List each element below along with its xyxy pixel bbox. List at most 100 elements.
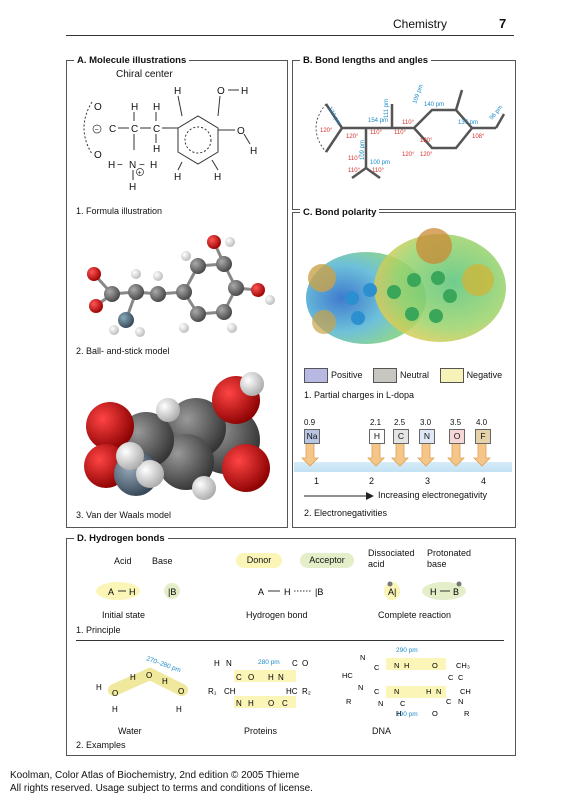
svg-text:N: N: [360, 653, 365, 662]
scale-tick: 4: [481, 476, 487, 486]
scale-tick: 3: [425, 476, 431, 486]
angle-label: 110°: [348, 156, 361, 162]
section-d-divider: [76, 640, 504, 641]
svg-text:H: H: [129, 587, 136, 597]
svg-text:CH: CH: [460, 687, 471, 696]
protonated-base-label: Protonated base: [427, 548, 472, 569]
svg-text:H: H: [176, 705, 182, 714]
element-o: O: [449, 429, 465, 444]
ball-and-stick-caption: 2. Ball- and-stick model: [76, 346, 170, 356]
angle-label: 108°: [472, 134, 485, 140]
svg-text:H: H: [130, 673, 136, 682]
dna-distance-top: 290 pm: [396, 647, 418, 654]
en-value: 4.0: [476, 418, 488, 427]
legend-neutral: Neutral: [373, 368, 429, 383]
svg-text:C: C: [374, 663, 380, 672]
partial-charges-caption: 1. Partial charges in L-dopa: [304, 390, 415, 400]
acceptor-label: Acceptor: [300, 553, 354, 568]
svg-text:HC: HC: [342, 671, 353, 680]
section-d-frame: [66, 538, 516, 756]
complete-reaction-label: Complete reaction: [378, 610, 452, 620]
svg-text:−: −: [117, 160, 123, 171]
base-label: Base: [152, 556, 173, 566]
svg-text:C: C: [374, 687, 380, 696]
angle-label: 120°: [402, 152, 415, 158]
svg-text:H: H: [268, 673, 274, 682]
svg-text:R: R: [464, 709, 470, 718]
bond-label: 111 pm: [384, 99, 390, 118]
svg-text:N: N: [358, 683, 363, 692]
svg-text:C: C: [153, 124, 160, 135]
footer-line-1: Koolman, Color Atlas of Biochemistry, 2n…: [10, 770, 300, 781]
svg-text:C: C: [282, 699, 288, 708]
svg-text:A|: A|: [388, 587, 396, 597]
svg-text:A: A: [258, 587, 264, 597]
svg-text:O: O: [146, 671, 152, 680]
examples-caption: 2. Examples: [76, 740, 126, 750]
element-c: C: [393, 429, 409, 444]
svg-text:O: O: [94, 150, 102, 161]
svg-text:C: C: [400, 699, 406, 708]
dissociated-acid-label: Dissociated acid: [368, 548, 415, 569]
bond-label: 100 pm: [370, 160, 390, 166]
svg-text:R₁: R₁: [208, 687, 217, 696]
svg-text:H: H: [426, 687, 431, 696]
svg-text:H: H: [241, 86, 248, 97]
svg-text:−: −: [139, 160, 145, 171]
svg-text:C: C: [448, 673, 454, 682]
electronegativity-arrows: [301, 440, 491, 467]
svg-text:H: H: [162, 677, 168, 686]
bond-label: 109 pm: [360, 140, 366, 160]
svg-text:H: H: [430, 587, 437, 597]
svg-text:A: A: [108, 587, 114, 597]
svg-text:|B: |B: [315, 587, 323, 597]
donor-label: Donor: [236, 553, 282, 568]
increasing-arrow: [304, 492, 374, 500]
svg-text:H: H: [396, 709, 401, 718]
svg-text:H: H: [174, 172, 181, 183]
svg-text:H: H: [153, 144, 160, 155]
svg-text:N: N: [129, 160, 136, 171]
scale-tick: 2: [369, 476, 375, 486]
en-value: 2.5: [394, 418, 406, 427]
element-na: Na: [304, 429, 320, 444]
svg-text:H: H: [129, 182, 136, 193]
page-number: 7: [499, 16, 507, 31]
angle-label: 110°: [372, 168, 385, 174]
en-value: 2.1: [370, 418, 382, 427]
svg-text:H: H: [112, 705, 118, 714]
svg-text:H: H: [96, 683, 102, 692]
element-h: H: [369, 429, 385, 444]
en-axis-label: Increasing electronegativity: [378, 490, 488, 500]
svg-text:C: C: [236, 673, 242, 682]
van-der-waals-caption: 3. Van der Waals model: [76, 510, 172, 520]
footer-line-2: All rights reserved. Usage subject to te…: [10, 783, 313, 794]
angle-label: 110°: [348, 168, 361, 174]
svg-text:O: O: [237, 126, 245, 137]
section-a-title: A. Molecule illustrations: [74, 55, 190, 66]
van-der-waals-model: [84, 372, 270, 500]
angle-label: 120°: [320, 128, 333, 134]
dna-label: DNA: [372, 726, 392, 736]
svg-text:O: O: [178, 687, 184, 696]
proteins-label: Proteins: [244, 726, 278, 736]
scale-tick: 1: [314, 476, 320, 486]
bond-label: 109 pm: [412, 84, 424, 105]
svg-text:H: H: [214, 659, 220, 668]
polarity-legend: Positive Neutral Negative: [304, 368, 502, 383]
hydrogen-bond-label: Hydrogen bond: [246, 610, 308, 620]
en-value: 0.9: [304, 418, 316, 427]
ball-and-stick-model: [87, 235, 275, 337]
svg-text:CH: CH: [224, 687, 236, 696]
bond-label: 124 pm: [326, 106, 341, 126]
svg-text:C: C: [131, 124, 138, 135]
svg-text:H: H: [108, 160, 115, 171]
page-header-rule: [66, 35, 514, 36]
svg-text:C: C: [109, 124, 116, 135]
electrostatic-potential-map: [306, 228, 506, 344]
bond-label: 137 pm: [458, 120, 478, 126]
angle-label: 110°: [394, 130, 407, 136]
electronegativity-band: [294, 462, 512, 472]
